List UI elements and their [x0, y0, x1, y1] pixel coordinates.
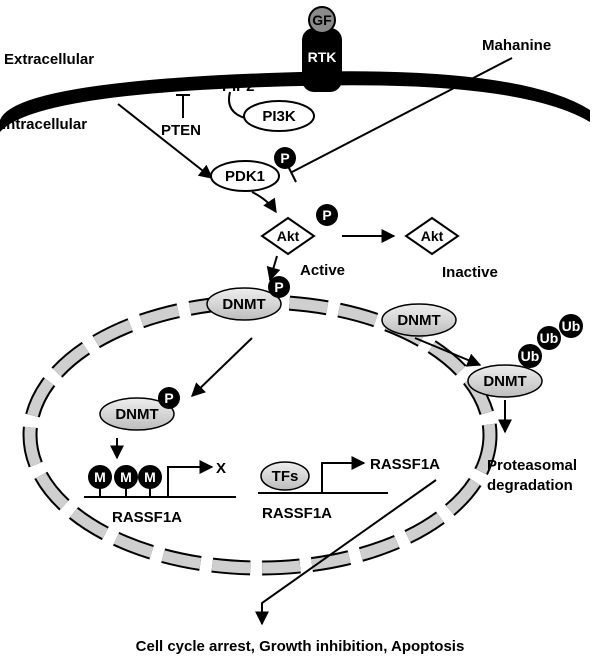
dnmt-nucleus-phospho [158, 387, 180, 409]
svg-text:P: P [274, 279, 283, 295]
akt-inactive-label: Akt [421, 228, 444, 244]
dnmt-cytoplasm-label: DNMT [222, 296, 265, 313]
proteasomal-label-2: degradation [487, 477, 573, 494]
active-transcription-arrow [321, 456, 366, 493]
dnmt-nuclear-entry-arrow [190, 337, 253, 397]
dnmt-phospho [268, 276, 290, 298]
svg-text:P: P [164, 390, 173, 406]
svg-text:Ub: Ub [521, 348, 540, 364]
svg-text:Ub: Ub [540, 330, 559, 346]
akt-to-dnmt-arrow [266, 255, 281, 282]
tfs-node [260, 461, 310, 491]
mahanine-label: Mahanine [482, 37, 551, 54]
intracellular-label: Intracellular [2, 116, 87, 133]
pdk1-node [210, 160, 280, 192]
methyl-group [88, 465, 112, 489]
rassf1a-transcript-label: RASSF1A [370, 456, 440, 473]
pdk1-label: PDK1 [225, 168, 265, 185]
nucleus-border [24, 296, 496, 574]
dnmt-ub-label: DNMT [483, 373, 526, 390]
blocked-label: X [216, 460, 226, 477]
svg-text:Ub: Ub [562, 318, 581, 334]
pip2-label: PIP2 [222, 78, 255, 95]
extracellular-label: Extracellular [4, 51, 94, 68]
outcome-label: Cell cycle arrest, Growth inhibition, Ap… [136, 638, 465, 655]
akt-phospho [316, 204, 338, 226]
pi3k-label: PI3K [262, 108, 296, 125]
cell-membrane [0, 71, 590, 132]
pdk1-to-akt-arrow [251, 191, 277, 214]
inactive-label: Inactive [442, 264, 498, 281]
blocked-transcription-arrow [167, 460, 214, 497]
pi3k-node [243, 100, 315, 132]
dnmt-ub-node [467, 364, 543, 398]
dnmt-free-label: DNMT [397, 312, 440, 329]
svg-text:P: P [322, 207, 331, 223]
ubiquitin-tag [537, 326, 561, 350]
gf-label: GF [312, 12, 332, 28]
dnmt-cytoplasm-node [206, 287, 282, 321]
methylated-promoter: M M M X [84, 460, 236, 498]
dnmt-nucleus-node [99, 397, 175, 431]
dnmt-nucleus-label: DNMT [115, 406, 158, 423]
pip3-label: PIP3 [96, 83, 129, 100]
svg-text:M: M [120, 469, 132, 485]
rtk-label: RTK [308, 49, 337, 65]
mahanine-inhibit-line [291, 57, 513, 173]
pip3-to-pdk1-arrow [117, 103, 214, 179]
akt-active-node [260, 216, 316, 256]
pten-label: PTEN [161, 122, 201, 139]
tfs-label: TFs [272, 468, 299, 485]
outcome-arrow [255, 479, 437, 626]
ubiquitin-tag [518, 344, 542, 368]
proteasomal-label-1: Proteasomal [487, 457, 577, 474]
active-label: Active [300, 262, 345, 279]
pdk1-phospho [274, 147, 296, 169]
rtk-receptor: GF RTK [302, 6, 342, 92]
gf-ligand [308, 6, 336, 34]
rassf1a-gene-left-label: RASSF1A [112, 509, 182, 526]
pi3k-to-pip2-curve [228, 91, 246, 119]
svg-text:M: M [144, 469, 156, 485]
akt-active-label: Akt [277, 228, 300, 244]
methyl-group [138, 465, 162, 489]
ubiquitin-tag [559, 314, 583, 338]
dnmt-free-node [381, 303, 457, 337]
methyl-group [114, 465, 138, 489]
rassf1a-gene-right-label: RASSF1A [262, 505, 332, 522]
svg-text:P: P [280, 150, 289, 166]
akt-inactive-node [404, 216, 460, 256]
svg-text:M: M [94, 469, 106, 485]
dnmt-ubiquitination-arrow [414, 337, 482, 367]
